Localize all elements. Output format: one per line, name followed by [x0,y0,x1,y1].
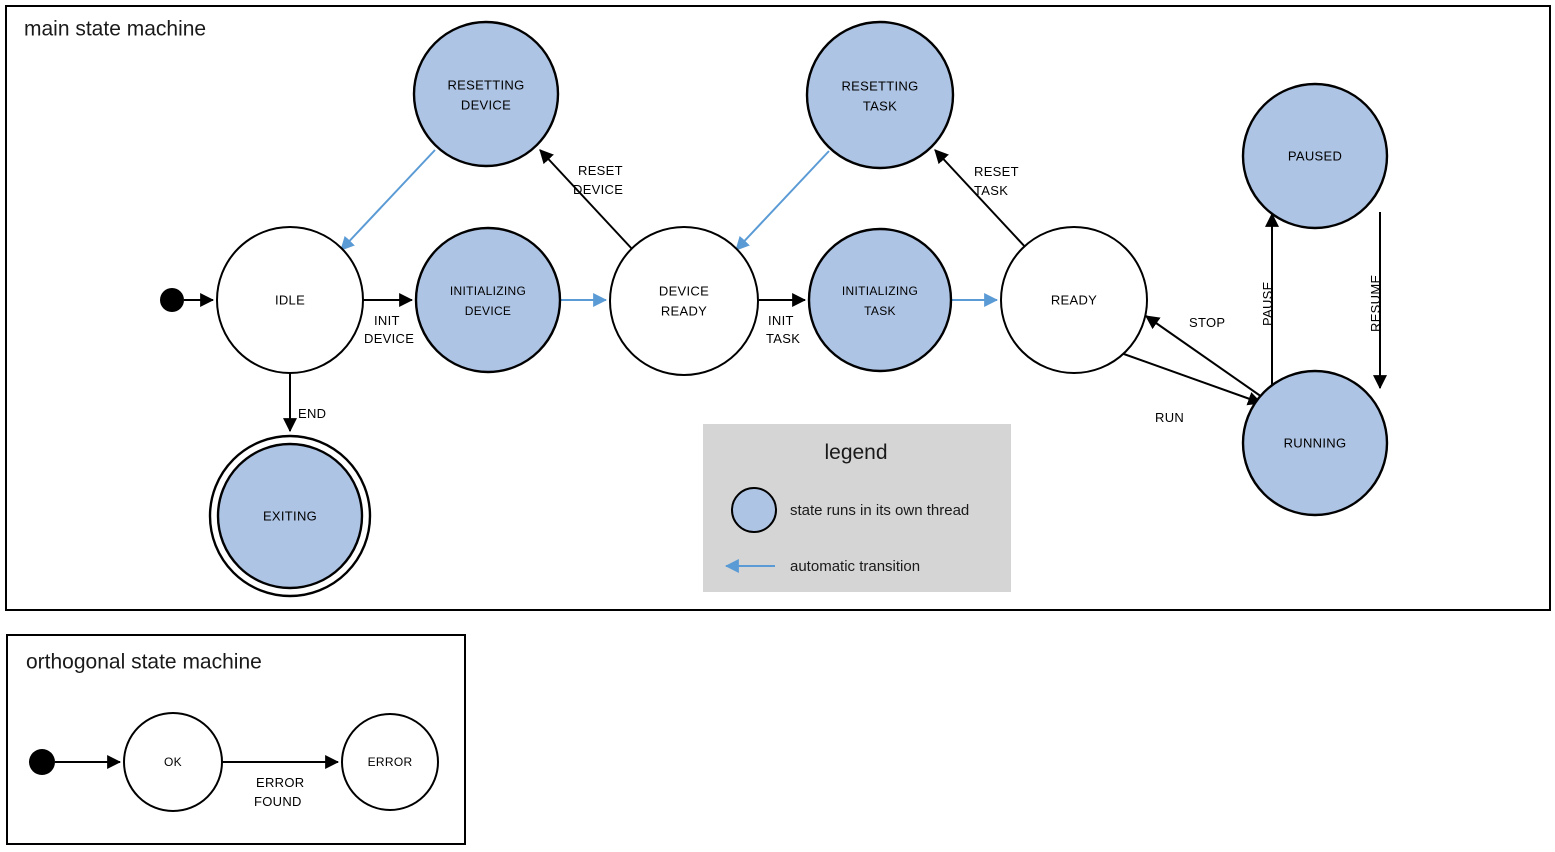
edge-resetting-device-to-idle[interactable] [340,149,436,251]
start-node-main [160,288,184,312]
state-paused-label: PAUSED [1288,148,1342,163]
edge-label-init-device-line2: DEVICE [364,331,414,346]
state-resetting-task-label-line2: TASK [863,98,897,113]
edge-resetting-task-to-device-ready[interactable] [735,150,830,251]
state-exiting[interactable]: EXITING [208,434,372,598]
edge-label-init-task-line2: TASK [766,331,800,346]
state-paused[interactable]: PAUSED [1241,82,1389,230]
state-error-shape[interactable] [341,713,439,811]
state-running-label: RUNNING [1284,435,1347,450]
state-resetting-task-label-line1: RESETTING [841,78,918,93]
edge-label-pause: PAUSE [1260,281,1275,326]
edge-label-error-found-line1: ERROR [256,775,304,790]
state-resetting-device-shape[interactable] [412,20,560,168]
main-states-layer: IDLE RESETTING DEVICE INITIALIZING DEVIC… [208,20,1389,598]
state-initializing-task-shape[interactable] [807,227,953,373]
state-idle[interactable]: IDLE [216,226,364,374]
state-resetting-task-shape[interactable] [805,20,955,170]
state-device-ready-label-line2: READY [661,303,707,318]
edge-label-error-found-line2: FOUND [254,794,302,809]
legend: legend state runs in its own thread auto… [703,424,1011,592]
edge-label-reset-task-line2: TASK [974,183,1008,198]
state-initializing-task-label-line2: TASK [864,304,896,318]
orthogonal-state-machine-frame: orthogonal state machine ERROR FOUND OK … [6,634,466,845]
state-ready-shape[interactable] [1000,226,1148,374]
state-exiting-label: EXITING [263,508,317,523]
state-paused-shape[interactable] [1241,82,1389,230]
state-resetting-device[interactable]: RESETTING DEVICE [412,20,560,168]
state-initializing-device-label-line1: INITIALIZING [450,284,526,298]
state-idle-label: IDLE [275,292,305,307]
state-ok-shape[interactable] [123,712,223,812]
start-node-orthogonal [29,749,55,775]
edge-running-to-ready[interactable] [1145,315,1263,398]
state-ready[interactable]: READY [1000,226,1148,374]
orthogonal-frame-title: orthogonal state machine [26,651,262,674]
state-device-ready[interactable]: DEVICE READY [609,226,759,376]
state-resetting-device-label-line1: RESETTING [447,77,524,92]
edge-label-stop: STOP [1189,315,1225,330]
edge-label-reset-task-line1: RESET [974,164,1019,179]
edge-device-ready-to-resetting-device[interactable] [539,149,634,251]
edge-label-run: RUN [1155,410,1184,425]
legend-auto-text: automatic transition [790,558,920,575]
legend-thread-swatch-icon [731,487,777,533]
main-transitions-layer: INIT DEVICE END RESET DEVICE INIT TASK R… [160,149,1387,433]
state-device-ready-label-line1: DEVICE [659,283,709,298]
edge-label-end: END [298,406,326,421]
edge-label-reset-device-line2: DEVICE [573,182,623,197]
state-resetting-task[interactable]: RESETTING TASK [805,20,955,170]
state-exiting-shape[interactable] [216,442,364,590]
edge-ready-to-resetting-task[interactable] [934,149,1029,251]
edge-label-init-device-line1: INIT [374,313,400,328]
state-initializing-task-label-line1: INITIALIZING [842,284,918,298]
state-initializing-task[interactable]: INITIALIZING TASK [807,227,953,373]
edge-ready-to-running[interactable] [1120,352,1263,406]
state-initializing-device-shape[interactable] [414,226,562,374]
state-initializing-device[interactable]: INITIALIZING DEVICE [414,226,562,374]
legend-thread-text: state runs in its own thread [790,502,969,519]
state-running-shape[interactable] [1241,369,1389,517]
legend-title: legend [824,441,887,464]
state-initializing-device-label-line2: DEVICE [465,304,511,318]
state-resetting-device-label-line2: DEVICE [461,97,511,112]
edge-label-reset-device-line1: RESET [578,163,623,178]
state-error-label: ERROR [368,755,413,769]
edge-label-resume: RESUME [1368,275,1383,332]
state-error[interactable]: ERROR [341,713,439,811]
state-ok-label: OK [164,755,182,769]
state-idle-shape[interactable] [216,226,364,374]
state-ok[interactable]: OK [123,712,223,812]
main-frame-title: main state machine [24,18,206,41]
edge-label-init-task-line1: INIT [768,313,794,328]
state-ready-label: READY [1051,292,1097,307]
state-running[interactable]: RUNNING [1241,369,1389,517]
state-device-ready-shape[interactable] [609,226,759,376]
